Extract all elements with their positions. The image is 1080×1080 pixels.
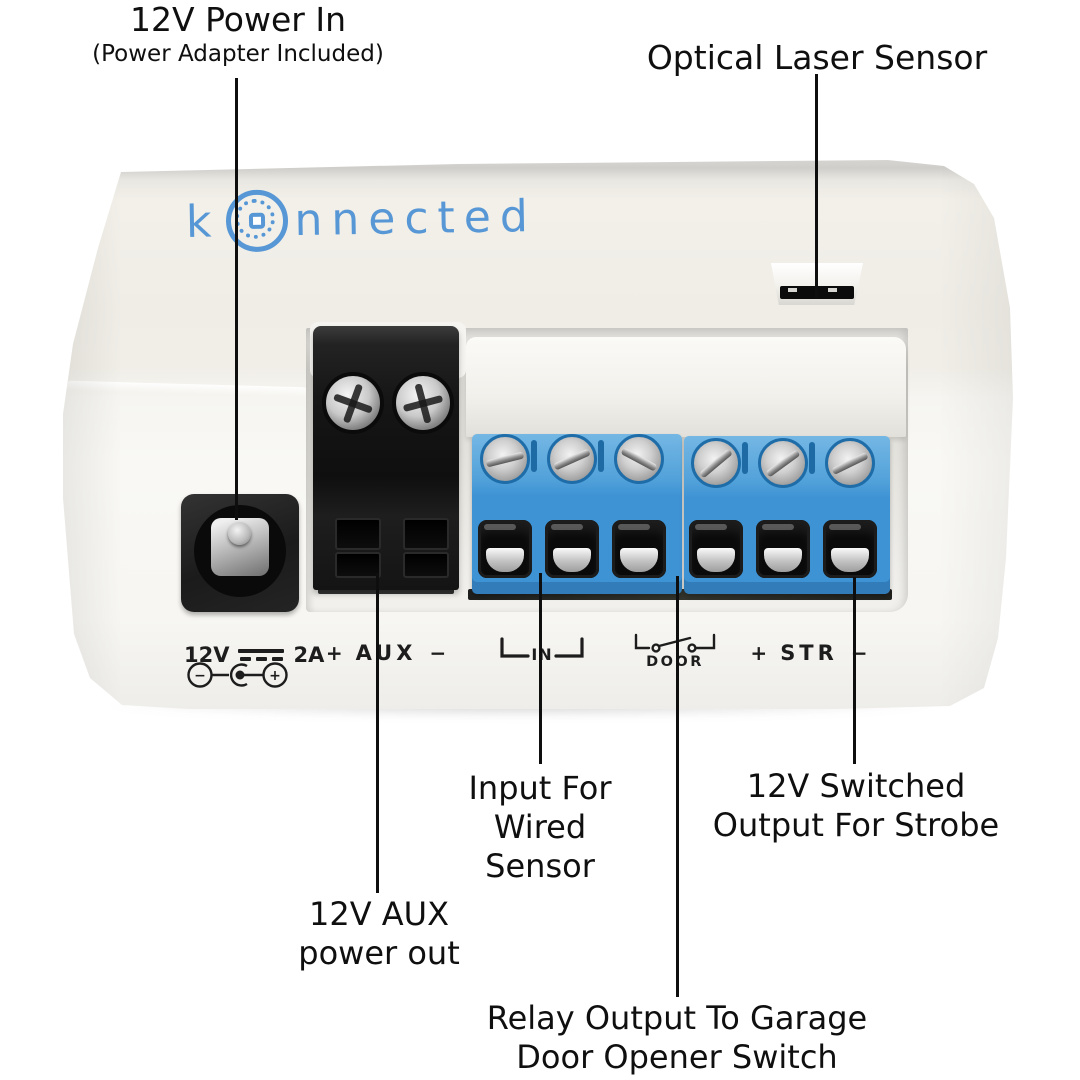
screw-icon — [825, 438, 875, 488]
aux-minus: − — [429, 641, 447, 665]
callout-laser-sensor: Optical Laser Sensor — [647, 38, 987, 78]
wire-port — [478, 520, 532, 578]
polarity-icon: − + — [187, 662, 288, 688]
aux-terminal-backplate — [310, 322, 466, 378]
strobe-plus: + — [750, 641, 768, 665]
volts-label: 12V — [184, 643, 230, 667]
screw-icon — [480, 434, 530, 484]
wire-slot — [335, 518, 381, 550]
callout-aux-power: 12V AUX power out — [298, 895, 460, 972]
screw-icon — [691, 438, 741, 488]
wire-slot — [403, 552, 449, 578]
aux-plus: + — [325, 641, 343, 665]
wire-slot — [335, 552, 381, 578]
wire-port — [545, 520, 599, 578]
callout-relay-output: Relay Output To Garage Door Opener Switc… — [486, 999, 868, 1076]
polarity-negative: − — [194, 668, 206, 684]
callout-title: 12V Power In — [130, 0, 346, 39]
door-marking: DOOR — [630, 632, 720, 670]
door-label: DOOR — [646, 654, 704, 670]
screw-icon — [322, 372, 384, 434]
in-label: IN — [531, 645, 552, 662]
aux-label: AUX — [355, 641, 417, 665]
terminal-block-output — [684, 436, 890, 594]
screw-icon — [758, 438, 808, 488]
leader-wired-in — [539, 573, 542, 764]
polarity-positive: + — [269, 668, 281, 684]
strobe-marking: + STR − — [749, 641, 869, 665]
screw-icon — [614, 434, 664, 484]
leader-aux-out — [376, 573, 379, 893]
aux-terminal-block — [313, 326, 459, 590]
wire-port — [689, 520, 743, 578]
logo-text-prefix: k — [185, 195, 221, 248]
pcb-edge-left — [318, 586, 454, 594]
amps-label: 2A — [293, 643, 325, 667]
konnected-logo: k nnected — [185, 185, 537, 253]
callout-power-in: 12V Power In (Power Adapter Included) — [92, 0, 384, 68]
logo-text-suffix: nnected — [294, 190, 538, 246]
dc-voltage-icon — [238, 648, 285, 662]
callout-wired-input: Input For Wired Sensor — [468, 769, 612, 885]
device-body: k nnected — [63, 160, 1013, 709]
wire-slot — [403, 518, 449, 550]
screw-icon — [392, 372, 454, 434]
leader-strobe — [853, 577, 856, 764]
dc-jack-pin — [228, 522, 251, 545]
pcb-edge — [468, 589, 892, 600]
wire-port — [612, 520, 666, 578]
dc-power-jack — [181, 494, 299, 612]
wire-port — [756, 520, 810, 578]
callout-strobe-output: 12V Switched Output For Strobe — [712, 767, 1000, 844]
callout-title: Optical Laser Sensor — [646, 38, 988, 77]
relay-switch-icon — [634, 633, 716, 653]
screw-icon — [547, 434, 597, 484]
power-rating-marking: 12V 2A — [184, 643, 324, 667]
terminal-block-input — [472, 434, 682, 594]
terminal-recess — [306, 328, 908, 612]
callout-subtitle: (Power Adapter Included) — [92, 41, 384, 67]
terminal-ledge — [466, 337, 906, 437]
aux-marking: + AUX − — [326, 641, 446, 665]
strobe-label: STR — [780, 641, 838, 665]
leader-power-in — [235, 78, 238, 520]
top-edge-highlight — [65, 380, 309, 398]
leader-laser — [815, 74, 818, 298]
leader-relay — [676, 576, 679, 997]
in-marking: IN — [500, 637, 584, 662]
wire-port — [823, 520, 877, 578]
